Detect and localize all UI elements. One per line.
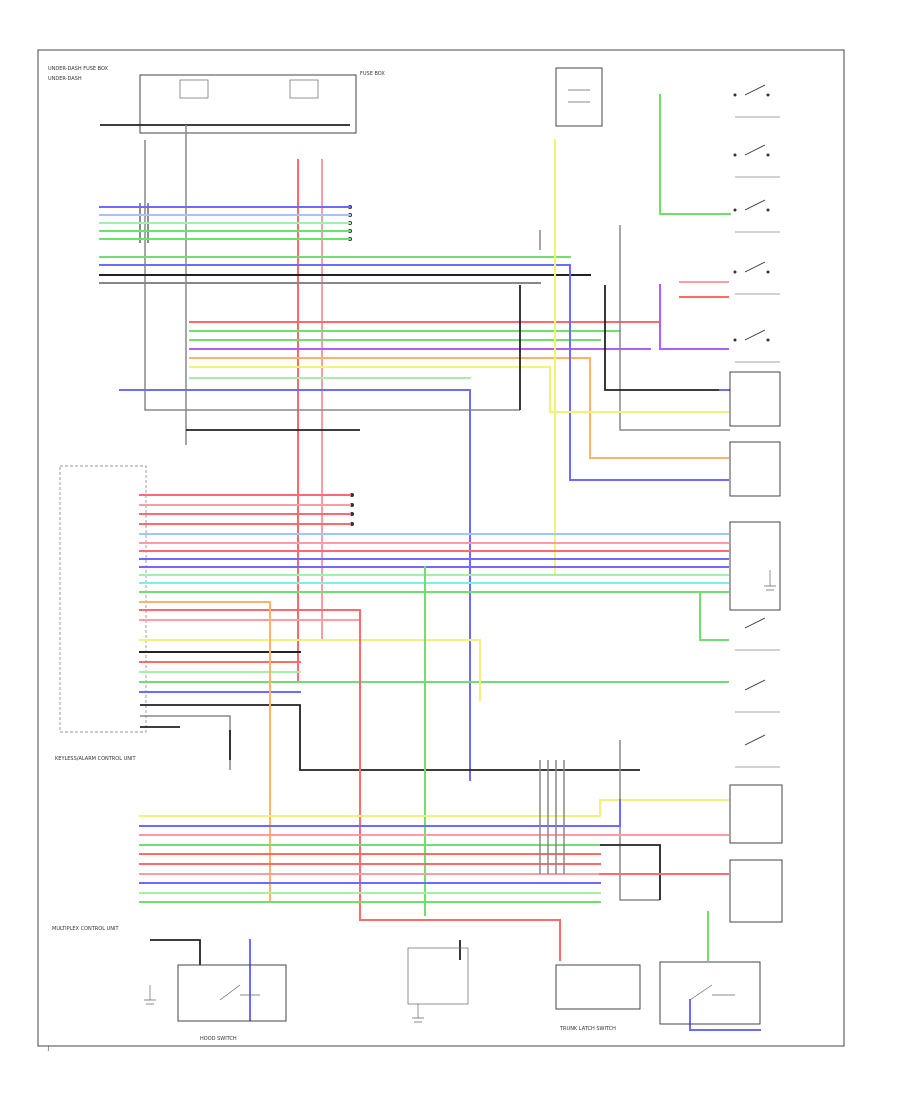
latch-contact — [689, 984, 735, 1001]
switch-contact-b-2 — [766, 208, 770, 212]
relay-contacts — [568, 89, 590, 103]
switch-arm-4 — [744, 329, 766, 341]
ground-symbol-1 — [144, 985, 156, 1005]
lock-actuator-box — [729, 784, 783, 844]
switch-arm-low-2 — [744, 734, 766, 746]
ground-symbol-2 — [412, 1004, 424, 1023]
latch-box — [659, 961, 761, 1025]
switch-arm-2 — [744, 199, 766, 211]
switch-arm-1 — [744, 144, 766, 156]
control-unit-label: KEYLESS/ALARM CONTROL UNIT — [55, 756, 136, 762]
switch-arm-0 — [744, 84, 766, 96]
ground-symbol-3 — [764, 570, 776, 591]
wire-row716 — [140, 715, 231, 770]
security-unit-box — [729, 521, 781, 611]
switch-arm-low-1 — [744, 679, 766, 691]
switch-contact-b-1 — [766, 153, 770, 157]
ground-block — [407, 947, 469, 1005]
wire-green-top — [659, 94, 731, 215]
wire-blk-right — [604, 285, 730, 391]
switch-contact-b-4 — [766, 338, 770, 342]
fuse-box-label: UNDER-DASH FUSE BOX — [48, 66, 109, 72]
trunk-switch-label: TRUNK LATCH SWITCH — [559, 1026, 616, 1032]
wire-b-blu — [599, 799, 621, 827]
wire-orange-right — [589, 357, 729, 459]
fuse-1 — [179, 79, 209, 99]
switch-contact-a-1 — [733, 153, 737, 157]
hood-switch-label: HOOD SWITCH — [200, 1036, 237, 1042]
module-label: MULTIPLEX CONTROL UNIT — [52, 926, 119, 932]
fuse-2 — [289, 79, 319, 99]
fuse-box-note-r: FUSE BOX — [360, 71, 385, 77]
relay-box-top — [555, 67, 603, 127]
fuse-box-note: UNDER-DASH — [48, 76, 82, 82]
switch-contact-a-3 — [733, 270, 737, 274]
wire-g-640 — [699, 591, 729, 641]
hood-switch-box — [177, 964, 287, 1022]
wire-yellow-right — [549, 366, 729, 413]
wire-gray-right — [619, 225, 730, 431]
switch-contact-a-0 — [733, 93, 737, 97]
switch-box-5 — [729, 371, 781, 427]
switch-group — [729, 84, 783, 923]
page-footer: J — [47, 1046, 49, 1052]
switch-arm-3 — [744, 261, 766, 273]
switch-contact-a-2 — [733, 208, 737, 212]
wire-blue-latch — [689, 999, 761, 1031]
wire-b-yel — [599, 799, 729, 817]
hood-switch-contact — [219, 984, 260, 1001]
switch-arm-low-0 — [744, 617, 766, 629]
wire-row705 — [140, 704, 640, 771]
wire-blk-hood — [150, 939, 201, 965]
wire-red-drop — [359, 609, 561, 961]
wire-b-blk — [600, 844, 661, 900]
trunk-switch-box — [555, 964, 641, 1010]
switch-contact-a-4 — [733, 338, 737, 342]
wire-gray-lower — [619, 740, 660, 901]
wire-blue-right — [569, 264, 729, 481]
wire-harness — [99, 94, 761, 1031]
switch-box-6 — [729, 441, 781, 497]
switch-contact-b-0 — [766, 93, 770, 97]
control-unit-box — [59, 465, 147, 733]
switch-contact-b-3 — [766, 270, 770, 274]
fuse-box — [139, 74, 357, 134]
lock-actuator-box-2 — [729, 859, 783, 923]
diagram-border — [37, 49, 845, 1047]
